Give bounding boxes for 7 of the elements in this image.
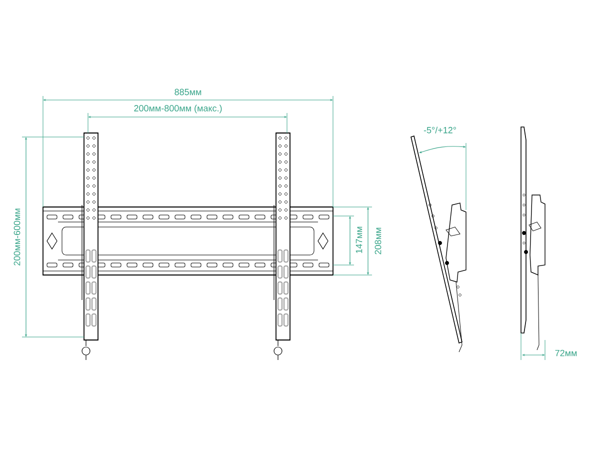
dimension-label: 147мм <box>356 226 362 253</box>
dimension-label: 208мм <box>374 228 382 254</box>
dimension-label: 200мм-800мм (макс.) <box>134 104 222 114</box>
dimension-label: 72мм <box>555 350 577 356</box>
dimension-label: -5°/+12° <box>424 126 456 134</box>
dimension-label: 200мм-600мм <box>14 208 20 266</box>
dimension-label: 885мм <box>174 88 202 96</box>
